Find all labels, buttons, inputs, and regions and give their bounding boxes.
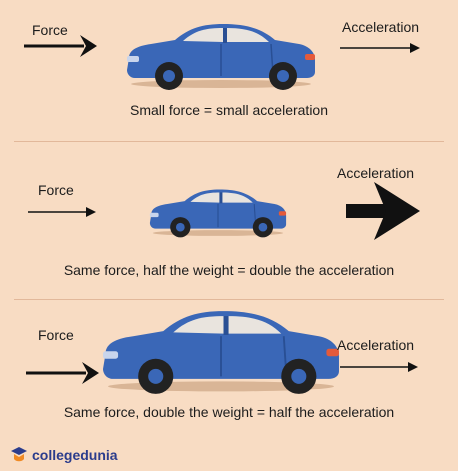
acceleration-label: Acceleration [337, 337, 415, 353]
collegedunia-logo-icon [11, 447, 27, 462]
force-arrow [26, 362, 99, 384]
acceleration-arrow-large [346, 182, 420, 240]
divider [14, 141, 444, 142]
force-arrow [28, 207, 96, 217]
car-large [103, 311, 339, 394]
caption-double-weight: Same force, double the weight = half the… [63, 404, 395, 420]
acceleration-arrow-small [340, 362, 418, 372]
force-arrow [24, 35, 97, 57]
acceleration-label: Acceleration [337, 165, 415, 181]
force-label: Force [38, 327, 74, 343]
car-medium [127, 24, 315, 90]
caption-half-weight: Same force, half the weight = double the… [63, 262, 395, 278]
panel-half-weight: Force Acceleration Same force, half the … [0, 142, 458, 298]
acceleration-label: Acceleration [342, 19, 420, 35]
force-label: Force [32, 22, 68, 38]
car-small [149, 189, 287, 238]
caption-small-force: Small force = small acceleration [129, 102, 329, 118]
acceleration-arrow-small [340, 43, 420, 53]
panel-double-weight: Force Acceleration Same force, double th… [0, 300, 458, 440]
divider [14, 299, 444, 300]
logo-text: collegedunia [32, 447, 118, 463]
panel-small-force: Force Acceleration Small force = small a… [0, 0, 458, 140]
collegedunia-logo: collegedunia [10, 444, 118, 466]
force-label: Force [38, 182, 74, 198]
